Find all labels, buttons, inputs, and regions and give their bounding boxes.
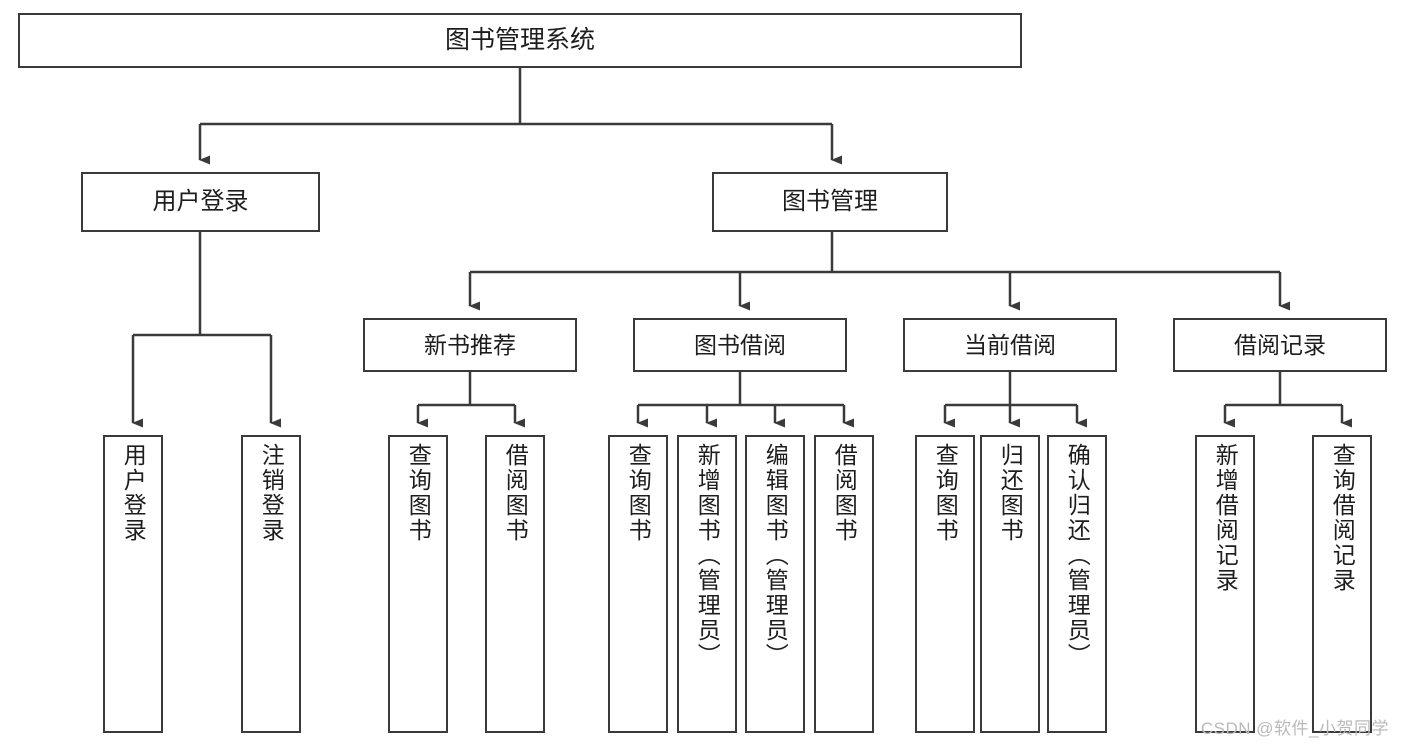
- node-label: 新书推荐: [424, 331, 516, 358]
- node-borrow-record[interactable]: 借阅记录: [1173, 318, 1387, 372]
- node-label: 查询借阅记录: [1329, 443, 1356, 593]
- leaf-current-query-book[interactable]: 查询图书: [915, 435, 975, 733]
- node-label: 编辑图书（管理员）: [762, 443, 789, 668]
- node-label: 图书管理: [782, 188, 878, 216]
- node-root-book-management-system[interactable]: 图书管理系统: [18, 13, 1022, 68]
- node-user-login[interactable]: 用户登录: [81, 172, 320, 232]
- node-label: 借阅图书: [502, 443, 529, 543]
- leaf-record-query-record[interactable]: 查询借阅记录: [1312, 435, 1372, 733]
- node-label: 确认归还（管理员）: [1064, 443, 1091, 668]
- node-label: 用户登录: [120, 443, 147, 543]
- leaf-borrow-borrow-book[interactable]: 借阅图书: [814, 435, 874, 733]
- node-label: 当前借阅: [964, 331, 1056, 358]
- leaf-current-confirm-return-admin[interactable]: 确认归还（管理员）: [1047, 435, 1107, 733]
- leaf-recommend-query-book[interactable]: 查询图书: [388, 435, 448, 733]
- leaf-record-add-record[interactable]: 新增借阅记录: [1195, 435, 1255, 733]
- node-label: 查询图书: [932, 443, 959, 543]
- leaf-borrow-edit-book-admin[interactable]: 编辑图书（管理员）: [745, 435, 805, 733]
- node-label: 注销登录: [258, 443, 285, 543]
- node-label: 查询图书: [625, 443, 652, 543]
- leaf-user-login-logout[interactable]: 注销登录: [241, 435, 301, 733]
- node-book-management[interactable]: 图书管理: [712, 172, 948, 232]
- node-label: 新增图书（管理员）: [694, 443, 721, 668]
- leaf-user-login-login[interactable]: 用户登录: [103, 435, 163, 733]
- node-current-borrow[interactable]: 当前借阅: [903, 318, 1117, 372]
- leaf-current-return-book[interactable]: 归还图书: [980, 435, 1040, 733]
- leaf-borrow-query-book[interactable]: 查询图书: [608, 435, 668, 733]
- leaf-recommend-borrow-book[interactable]: 借阅图书: [485, 435, 545, 733]
- node-book-borrow[interactable]: 图书借阅: [633, 318, 847, 372]
- node-label: 图书管理系统: [444, 26, 595, 55]
- node-label: 借阅图书: [831, 443, 858, 543]
- leaf-borrow-add-book-admin[interactable]: 新增图书（管理员）: [677, 435, 737, 733]
- node-label: 图书借阅: [694, 331, 786, 358]
- node-label: 借阅记录: [1234, 331, 1326, 358]
- node-new-book-recommend[interactable]: 新书推荐: [363, 318, 577, 372]
- node-label: 归还图书: [997, 443, 1024, 543]
- node-label: 查询图书: [405, 443, 432, 543]
- csdn-watermark: CSDN @软件_小贺同学: [1200, 719, 1389, 738]
- node-label: 新增借阅记录: [1212, 443, 1239, 593]
- node-label: 用户登录: [152, 188, 249, 216]
